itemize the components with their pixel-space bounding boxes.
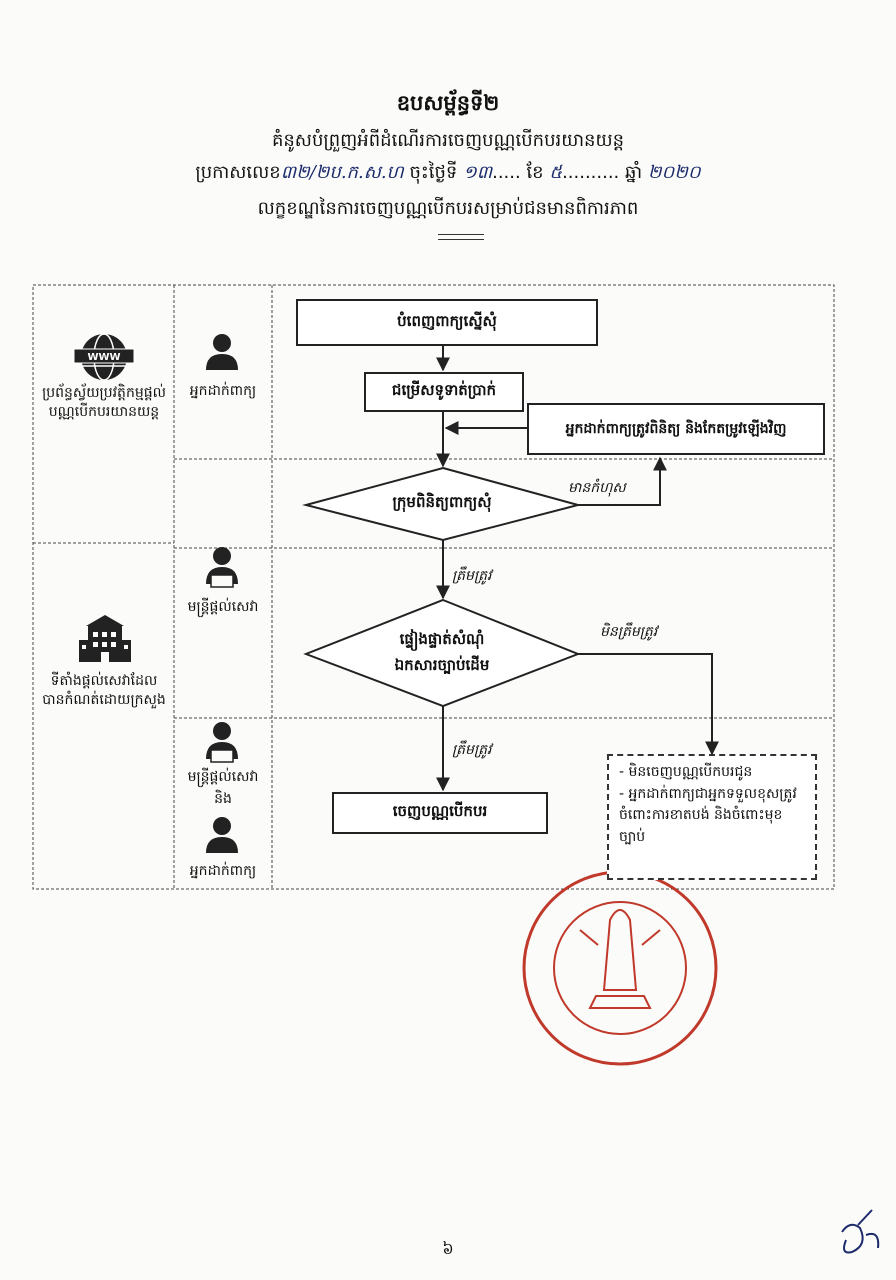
actor-applicant: អ្នកដាក់ពាក្យ [189,383,257,399]
year-label: ឆ្នាំ [625,162,643,183]
proclamation-prefix: ប្រកាសលេខ [195,162,281,183]
page-number: ៦ [442,1239,454,1258]
arrow-error-to-correct [578,456,667,506]
decision-verify-shape [303,598,581,708]
label-correct-1: ត្រឹមត្រូវ [452,568,492,584]
actor-and: និង [214,791,232,807]
document-topic: លក្ខខណ្ឌនៃការចេញបណ្ណបើកបរសម្រាប់ជនមានពិក… [257,198,639,219]
person-icon [206,817,238,853]
proclamation-month: ៥ [549,162,563,183]
building-icon [79,615,131,662]
www-globe-icon: WWW [73,333,135,381]
month-label: ខែ [526,162,544,183]
rejection-note: - មិនចេញបណ្ណបើកបរជូន - អ្នកដាក់ពាក្យជាអ្… [607,754,817,880]
rejection-item: - អ្នកដាក់ពាក្យជាអ្នកទទួលខុសត្រូវចំពោះកា… [619,785,797,846]
decision-verify-text-1: ផ្ទៀងផ្ទាត់សំណុំ [399,630,485,648]
proclamation-day: ១៣ [463,162,493,183]
decision-check-shape [302,466,582,542]
step-payment-option: ជម្រើសទូទាត់ប្រាក់ [364,372,524,412]
official-stamp [522,870,718,1066]
arrow-not-ok-to-reject [578,653,719,756]
actor-officer: មន្ត្រីផ្ដល់សេវា [187,769,259,785]
automated-system-label: ប្រព័ន្ធស្វ័យប្រវត្តិកម្មផ្ដល់បណ្ណបើកបរយ… [42,385,166,420]
annex-title: ឧបសម្ព័ន្ធទី២ [396,91,500,115]
rejection-item: - មិនចេញបណ្ណបើកបរជូន [619,764,753,780]
proclamation-number: ៣២/២ប.ក.ស.ហ [280,162,404,183]
step-correct-application: អ្នកដាក់ពាក្យត្រូវពិនិត្យ និងកែតម្រូវឡើង… [527,403,825,455]
svg-text:WWW: WWW [87,352,120,363]
proclamation-year: ២០២០ [647,162,701,183]
header-divider [438,234,484,240]
label-has-error: មានកំហុស [568,480,626,496]
decision-check-text: ក្រុមពិនិត្យពាក្យសុំ [392,493,492,511]
document-subtitle: គំនូសបំព្រួញអំពីដំណើរការចេញបណ្ណបើកបរយានយ… [271,130,625,151]
service-location-label: ទីតាំងផ្ដល់សេវាដែលបានកំណត់ដោយក្រសួង [42,673,166,708]
actor-officer: មន្ត្រីផ្ដល់សេវា [187,599,259,615]
step-fill-application: បំពេញពាក្យស្នើសុំ [296,299,598,346]
label-correct-2: ត្រឹមត្រូវ [452,742,492,758]
proclamation-line: ប្រកាសលេខ៣២/២ប.ក.ស.ហ ចុះថ្ងៃទី ១៣..... ខ… [195,162,701,183]
actor-applicant: អ្នកដាក់ពាក្យ [189,863,257,879]
decision-verify-text-2: ឯកសារច្បាប់ដើម [394,656,490,674]
officer-laptop-icon [206,722,238,763]
person-icon [206,334,238,370]
signature [841,1209,880,1254]
step-issue-license: ចេញបណ្ណបើកបរ [332,792,548,834]
proclamation-mid: ចុះថ្ងៃទី [409,162,458,183]
officer-laptop-icon [206,547,238,588]
label-not-correct: មិនត្រឹមត្រូវ [600,624,658,640]
